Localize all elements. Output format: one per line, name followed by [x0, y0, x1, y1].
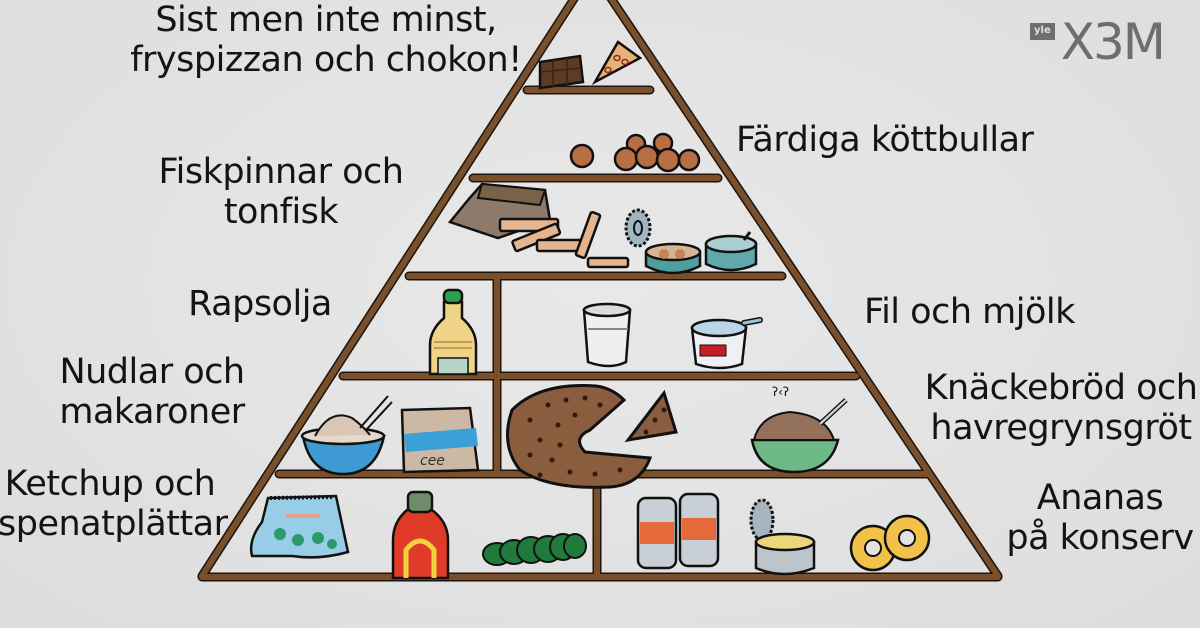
label-line: Fil och mjölk — [864, 292, 1075, 332]
label-tier-4-oil: Rapsolja — [180, 284, 340, 324]
label-line: Färdiga köttbullar — [736, 120, 1034, 160]
label-tier-2-meatballs: Färdiga köttbullar — [736, 120, 1034, 160]
tuna-can-lid-icon — [624, 208, 652, 248]
rapeseed-oil-bottle-icon — [428, 288, 478, 376]
x3m-wordmark: X3M — [1060, 13, 1166, 71]
sour-milk-cup-icon — [690, 317, 763, 370]
noodle-bowl-icon — [300, 395, 393, 476]
label-line: Ketchup och — [4, 464, 216, 504]
spinach-pancake-bag-icon — [249, 494, 350, 559]
crispbread-slice-icon — [624, 389, 678, 443]
chocolate-bar-icon — [538, 54, 585, 90]
glass-of-milk-icon — [582, 302, 632, 368]
label-tier-3-fish: Fiskpinnar och tonfisk — [150, 152, 412, 232]
pineapple-cans-icon — [636, 492, 720, 570]
tuna-can-open-icon — [644, 242, 702, 275]
pizza-slice-icon — [591, 40, 643, 86]
yle-badge: yle — [1030, 23, 1055, 40]
pineapple-rings-icon — [849, 514, 931, 572]
label-line: havregrynsgröt — [930, 408, 1192, 448]
ketchup-bottle-icon — [391, 490, 450, 580]
label-line: tonfisk — [223, 192, 339, 232]
label-line: Fiskpinnar och — [158, 152, 404, 192]
label-line: på konserv — [1006, 518, 1194, 558]
label-line: Sist men inte minst, — [155, 0, 497, 40]
label-tier-6-ketchup: Ketchup och spenatplättar — [0, 464, 228, 544]
label-tier-1-sweets: Sist men inte minst, fryspizzan och chok… — [126, 0, 526, 80]
label-tier-4-dairy: Fil och mjölk — [864, 292, 1075, 332]
label-tier-5-crispbread: Knäckebröd och havregrynsgröt — [916, 368, 1200, 448]
porridge-bowl-icon: ʔ‹ʔ — [750, 385, 848, 474]
label-line: spenatplättar — [0, 504, 228, 544]
svg-text:cee: cee — [420, 453, 445, 469]
svg-text:ʔ‹ʔ: ʔ‹ʔ — [772, 385, 789, 399]
fish-sticks-icon — [498, 210, 630, 269]
meatballs-icon — [569, 132, 701, 173]
label-line: Ananas — [1036, 478, 1164, 518]
label-line: Rapsolja — [188, 284, 332, 324]
macaroni-bag-icon: cee — [400, 406, 480, 474]
open-can-icon — [749, 498, 816, 576]
crispbread-round-icon — [506, 384, 653, 489]
label-line: fryspizzan och chokon! — [130, 40, 522, 80]
label-tier-5-noodles: Nudlar och makaroner — [52, 352, 252, 432]
label-tier-6-pineapple: Ananas på konserv — [1000, 478, 1200, 558]
spinach-pancakes-icon — [482, 533, 587, 566]
label-line: Knäckebröd och — [924, 368, 1198, 408]
label-line: Nudlar och — [59, 352, 245, 392]
label-line: makaroner — [59, 392, 245, 432]
yle-x3m-logo: yle X3M — [1030, 13, 1166, 71]
tuna-can-closed-icon — [704, 231, 758, 272]
